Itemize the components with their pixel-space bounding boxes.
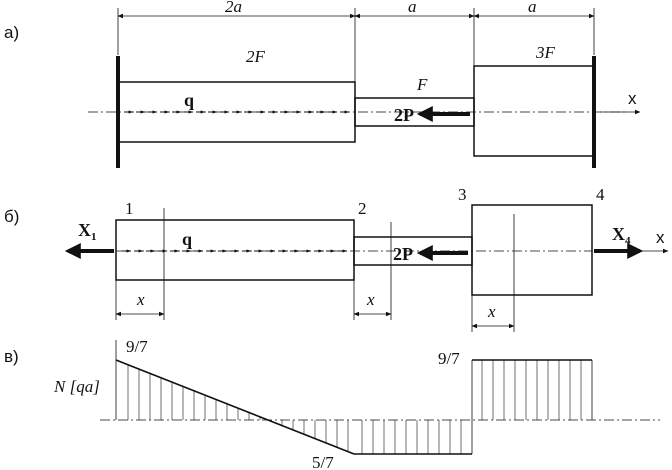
reaction-label-X1: X1	[78, 220, 97, 243]
N-value-right: 9/7	[438, 349, 460, 368]
panel-b: б) 1 2 3 4 x X1 X4 q 2P x x	[4, 185, 669, 332]
force-label-2P-a: 2P	[394, 105, 414, 125]
node-3: 3	[458, 185, 467, 204]
x-label-2: x	[366, 290, 375, 309]
panel-c-label: в)	[4, 347, 19, 366]
force-label-2P-b: 2P	[393, 244, 413, 264]
node-4: 4	[596, 185, 605, 204]
N-segment-1	[115, 359, 355, 455]
load-label-q-b: q	[182, 229, 192, 249]
reaction-label-X4: X4	[612, 224, 631, 247]
x-label-1: x	[136, 290, 145, 309]
area-label-3F: 3F	[535, 43, 556, 62]
load-label-q-a: q	[184, 90, 194, 110]
segment-b-3	[471, 204, 593, 296]
node-1: 1	[125, 199, 134, 218]
panel-c: в) N [qa] 9/7 5/7 9/7	[4, 337, 660, 470]
segment-3F	[473, 65, 595, 157]
axis-x-label-b: x	[656, 228, 665, 247]
N-hatching	[127, 360, 582, 454]
N-value-left: 9/7	[126, 337, 148, 356]
N-axis-label: N [qa]	[53, 377, 100, 396]
axis-x-label-a: x	[628, 89, 637, 108]
segment-b-1	[115, 219, 355, 281]
area-label-2F: 2F	[246, 47, 266, 66]
dim-a2: a	[528, 0, 537, 16]
dim-a1: a	[408, 0, 417, 16]
panel-a-label: а)	[4, 23, 19, 42]
panel-b-label: б)	[4, 207, 19, 226]
area-label-F: F	[416, 75, 428, 94]
node-2: 2	[358, 199, 367, 218]
panel-a: а) 2a a a x 2F F 3F q 2P	[4, 0, 641, 168]
dim-2a: 2a	[225, 0, 242, 16]
N-value-bottom: 5/7	[312, 453, 334, 470]
x-label-3: x	[487, 302, 496, 321]
